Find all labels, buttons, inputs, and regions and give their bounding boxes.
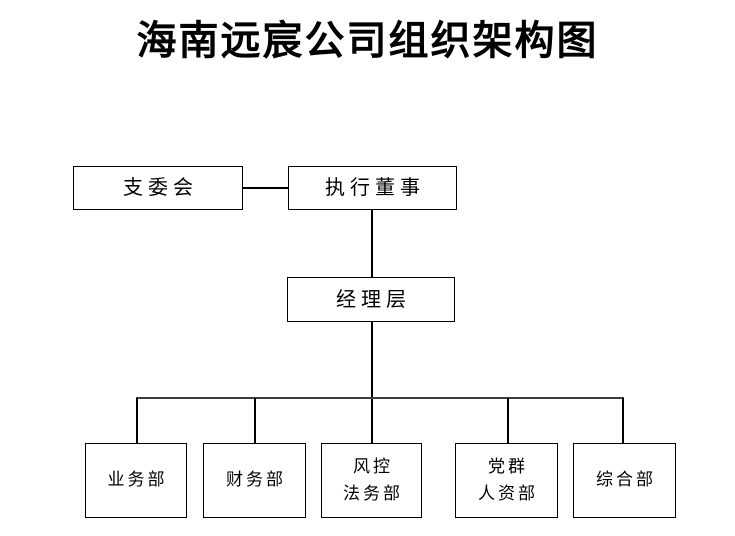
node-management-layer-label: 经理层 [336, 288, 411, 311]
node-general-dept: 综合部 [573, 443, 676, 518]
connector-branch-committee-to-executive-director [243, 187, 288, 189]
node-risk-legal-dept-label: 风控 法务部 [343, 457, 403, 503]
connector-drop-general-dept [622, 398, 624, 443]
node-management-layer: 经理层 [287, 277, 455, 322]
node-finance-dept: 财务部 [203, 443, 306, 518]
connector-drop-business-dept [136, 398, 138, 443]
node-branch-committee: 支委会 [73, 166, 243, 210]
node-executive-director-label: 执行董事 [325, 177, 425, 199]
node-executive-director: 执行董事 [288, 166, 457, 210]
connector-management-layer-to-risk-legal-dept [371, 322, 373, 443]
connector-executive-director-to-management-layer [371, 210, 373, 277]
node-branch-committee-label: 支委会 [123, 177, 198, 199]
node-risk-legal-dept: 风控 法务部 [321, 443, 422, 518]
connector-distribution-bar [136, 397, 624, 399]
node-party-hr-dept: 党群 人资部 [455, 443, 558, 518]
node-general-dept-label: 综合部 [596, 470, 656, 490]
connector-drop-party-hr-dept [507, 398, 509, 443]
node-finance-dept-label: 财务部 [226, 470, 286, 490]
page-title: 海南远宸公司组织架构图 [136, 18, 599, 63]
node-business-dept-label: 业务部 [107, 470, 168, 490]
node-business-dept: 业务部 [85, 443, 187, 518]
node-party-hr-dept-label: 党群 人资部 [478, 457, 538, 503]
connector-drop-finance-dept [254, 398, 256, 443]
